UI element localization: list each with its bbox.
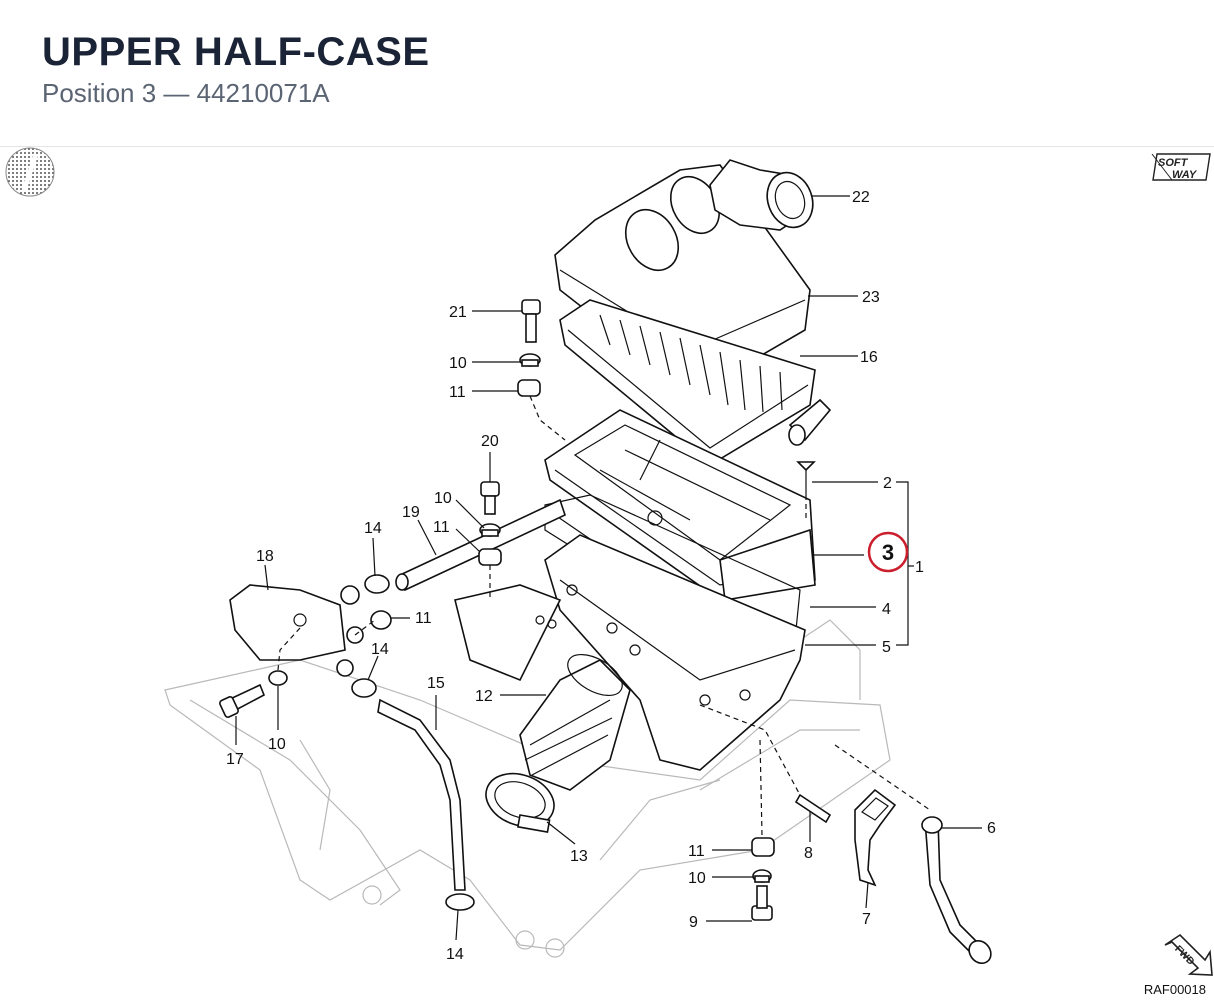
hose-guide-bracket <box>854 788 897 887</box>
reference-code: RAF00018 <box>1143 982 1206 997</box>
hose-clamp <box>485 772 555 833</box>
mounting-bracket <box>229 584 364 677</box>
callout-label-16: 16 <box>860 349 878 366</box>
leader-lines <box>235 195 982 941</box>
grommet-11-top <box>517 379 541 397</box>
callout-label-18: 18 <box>256 548 274 565</box>
logo-lettering-2: WAY <box>1172 169 1198 181</box>
dowel-pin <box>794 793 832 824</box>
vent-hose <box>921 816 992 965</box>
callout-label-10-left: 10 <box>268 736 286 753</box>
callout-label-3: 3 <box>882 540 894 565</box>
softway-logo-icon: SOFT WAY <box>1151 153 1211 181</box>
callout-label-23: 23 <box>862 289 880 306</box>
callout-label-12: 12 <box>475 688 493 705</box>
lower-airbox <box>544 534 806 771</box>
highlight-callout-3: 3 <box>867 531 909 573</box>
intake-duct <box>709 159 814 231</box>
callout-label-14-lower: 14 <box>371 641 389 658</box>
callout-label-11-mid: 11 <box>433 519 450 536</box>
manufacturer-logo-icon <box>5 147 55 197</box>
callout-label-11-left: 11 <box>415 610 432 627</box>
callout-label-10-bottom: 10 <box>688 870 706 887</box>
logo-lettering: SOFT <box>1158 157 1189 169</box>
air-filter-element <box>559 299 816 466</box>
callout-label-11-bottom: 11 <box>688 843 705 860</box>
callout-label-13: 13 <box>570 848 588 865</box>
callout-label-21: 21 <box>449 304 467 321</box>
grommet-11-bottom <box>751 837 775 857</box>
screw-9 <box>751 885 773 921</box>
callout-label-17: 17 <box>226 751 244 768</box>
callout-label-10-mid: 10 <box>434 490 452 507</box>
callout-label-22: 22 <box>852 189 870 206</box>
grommet-11-mid <box>478 548 502 566</box>
side-plate <box>454 584 562 682</box>
callout-label-8: 8 <box>804 845 813 862</box>
drain-hose <box>377 698 475 911</box>
callout-label-2: 2 <box>883 475 892 492</box>
washer-10-bottom <box>752 869 772 883</box>
screw-20 <box>480 481 500 515</box>
upper-half-case <box>544 409 816 601</box>
washer-10-left <box>268 670 288 686</box>
bolt-17 <box>219 683 266 718</box>
screw-2 <box>796 461 816 495</box>
callout-label-11-top: 11 <box>449 384 466 401</box>
callout-label-20: 20 <box>481 433 499 450</box>
screw-21 <box>521 299 541 343</box>
washer-10-mid <box>479 523 501 537</box>
callout-label-9: 9 <box>689 914 698 931</box>
part-labels: 22 23 16 21 10 11 20 10 11 19 14 18 11 1… <box>226 189 996 963</box>
callout-label-1: 1 <box>915 559 924 576</box>
small-vent-tube <box>788 398 832 446</box>
callout-label-7: 7 <box>862 911 871 928</box>
clamp-14-upper <box>364 574 390 594</box>
callout-label-19: 19 <box>402 504 420 521</box>
breather-hose <box>395 498 566 592</box>
callout-label-10-top: 10 <box>449 355 467 372</box>
callout-label-14-upper: 14 <box>364 520 382 537</box>
grommet-11-left <box>370 610 392 630</box>
page-subtitle: Position 3 — 44210071A <box>42 78 330 108</box>
assembly-guide-lines <box>277 395 931 836</box>
callout-label-6: 6 <box>987 820 996 837</box>
callout-label-4: 4 <box>882 601 891 618</box>
header-divider <box>0 146 1214 147</box>
page-header: UPPER HALF-CASE Position 3 — 44210071A <box>0 0 1214 146</box>
clamp-14-lower <box>351 678 377 698</box>
callout-label-15: 15 <box>427 675 445 692</box>
intake-boot <box>519 653 631 791</box>
callout-label-5: 5 <box>882 639 891 656</box>
callout-label-14-bottom: 14 <box>446 946 464 963</box>
page-title: UPPER HALF-CASE <box>42 30 430 74</box>
forward-direction-icon: FWD <box>1164 933 1213 976</box>
washer-10-top <box>519 353 541 367</box>
